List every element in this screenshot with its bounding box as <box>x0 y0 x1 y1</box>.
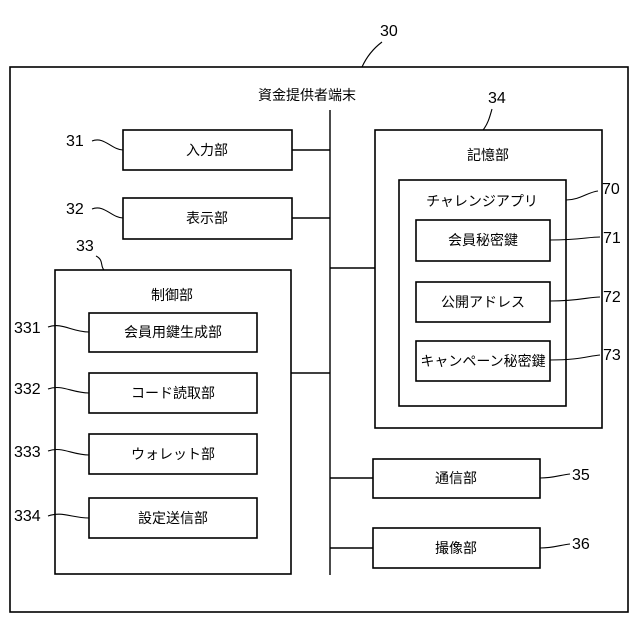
member-key-generation-label: 会員用鍵生成部 <box>124 325 222 341</box>
control-unit-title: 制御部 <box>151 288 193 304</box>
campaign-secret-key-label: キャンペーン秘密鍵 <box>420 353 545 370</box>
communication-unit-ref: 35 <box>572 467 590 484</box>
imaging-unit-ref: 36 <box>572 536 590 553</box>
public-address-ref: 72 <box>603 289 621 306</box>
code-reader-label: コード読取部 <box>131 385 215 402</box>
storage-unit-ref: 34 <box>488 90 506 107</box>
challenge-app-ref: 70 <box>602 181 620 198</box>
member-secret-key-ref: 71 <box>603 230 621 247</box>
member-secret-key-label: 会員秘密鍵 <box>448 232 518 249</box>
display-unit-label: 表示部 <box>186 211 228 227</box>
public-address-label: 公開アドレス <box>441 295 525 311</box>
input-unit-ref: 31 <box>66 133 84 150</box>
imaging-unit-label: 撮像部 <box>435 540 477 557</box>
member-key-generation-ref: 331 <box>14 320 41 337</box>
wallet-label: ウォレット部 <box>131 447 215 463</box>
setting-transmission-label: 設定送信部 <box>138 511 208 527</box>
display-unit-ref: 32 <box>66 201 84 218</box>
wallet-ref: 333 <box>14 444 41 461</box>
terminal-title: 資金提供者端末 <box>258 88 356 104</box>
control-unit-ref: 33 <box>76 238 94 255</box>
code-reader-ref: 332 <box>14 381 41 398</box>
challenge-app-title: チャレンジアプリ <box>426 194 538 210</box>
input-unit-label: 入力部 <box>186 143 228 159</box>
terminal-leader-line <box>362 42 382 67</box>
setting-transmission-ref: 334 <box>14 508 41 525</box>
terminal-ref: 30 <box>380 23 398 40</box>
storage-unit-title: 記憶部 <box>467 147 509 164</box>
campaign-secret-key-ref: 73 <box>603 347 621 364</box>
communication-unit-label: 通信部 <box>435 471 477 487</box>
